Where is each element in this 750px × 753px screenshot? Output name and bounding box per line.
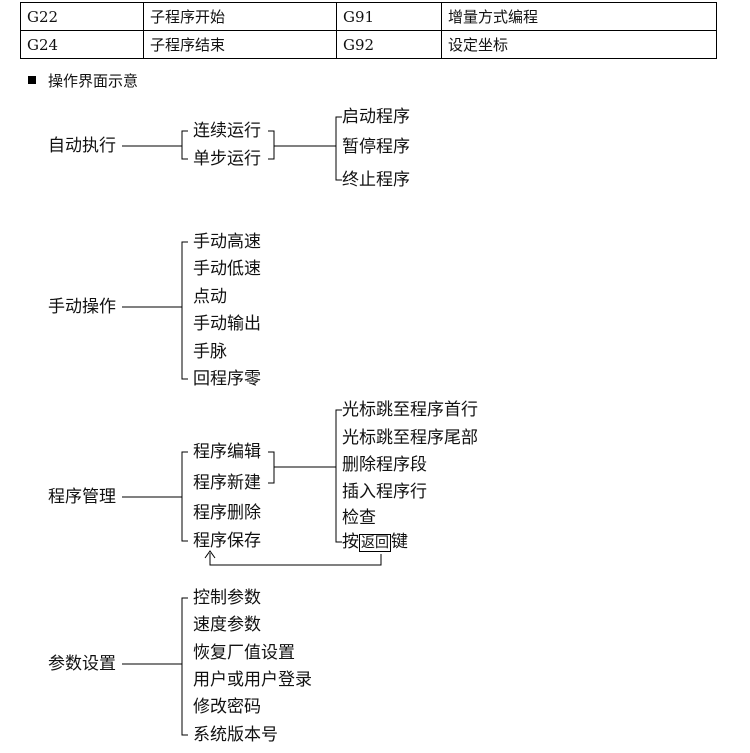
table-row: G22 子程序开始 G91 增量方式编程	[20, 2, 717, 31]
action-start-program: 启动程序	[342, 107, 410, 127]
list-item: 手脉	[193, 342, 227, 362]
table-cell: 子程序结束	[143, 30, 337, 59]
list-item: 用户或用户登录	[193, 670, 312, 690]
action-stop-program: 终止程序	[342, 170, 410, 190]
list-item: 系统版本号	[193, 725, 278, 745]
list-item: 程序编辑	[193, 442, 261, 462]
list-item: 控制参数	[193, 588, 261, 608]
category-parameter-settings: 参数设置	[48, 654, 116, 674]
mode-continuous-run: 连续运行	[193, 121, 261, 141]
section-heading: 操作界面示意	[28, 70, 138, 91]
table-row: G24 子程序结束 G92 设定坐标	[20, 30, 717, 59]
list-item: 手动低速	[193, 259, 261, 279]
press-prefix: 按	[342, 532, 359, 552]
list-item: 检查	[342, 508, 376, 528]
table-cell: 增量方式编程	[441, 2, 717, 31]
category-auto-run: 自动执行	[48, 136, 116, 156]
return-key: 返回	[359, 534, 391, 552]
list-item: 程序保存	[193, 531, 261, 551]
category-manual: 手动操作	[48, 297, 116, 317]
list-item: 手动高速	[193, 232, 261, 252]
list-item: 回程序零	[193, 369, 261, 389]
action-pause-program: 暂停程序	[342, 137, 410, 157]
list-item: 程序删除	[193, 503, 261, 523]
gcode-table: G22 子程序开始 G91 增量方式编程 G24 子程序结束 G92 设定坐标	[20, 2, 717, 59]
list-item: 程序新建	[193, 473, 261, 493]
press-suffix: 键	[391, 532, 408, 552]
square-bullet-icon	[28, 75, 36, 84]
table-cell: 子程序开始	[143, 2, 337, 31]
category-program-management: 程序管理	[48, 487, 116, 507]
table-cell: G92	[336, 30, 442, 59]
section-heading-text: 操作界面示意	[48, 72, 139, 90]
list-item: 手动输出	[193, 314, 261, 334]
list-item: 点动	[193, 287, 227, 307]
list-item: 恢复厂值设置	[193, 643, 295, 663]
list-item: 光标跳至程序首行	[342, 400, 478, 420]
list-item: 删除程序段	[342, 455, 427, 475]
list-item: 修改密码	[193, 697, 261, 717]
table-cell: G22	[20, 2, 144, 31]
table-cell: 设定坐标	[441, 30, 717, 59]
list-item: 速度参数	[193, 615, 261, 635]
press-return-key-instruction: 按返回键	[342, 532, 408, 553]
list-item: 光标跳至程序尾部	[342, 428, 478, 448]
list-item: 插入程序行	[342, 482, 427, 502]
mode-single-step: 单步运行	[193, 149, 261, 169]
